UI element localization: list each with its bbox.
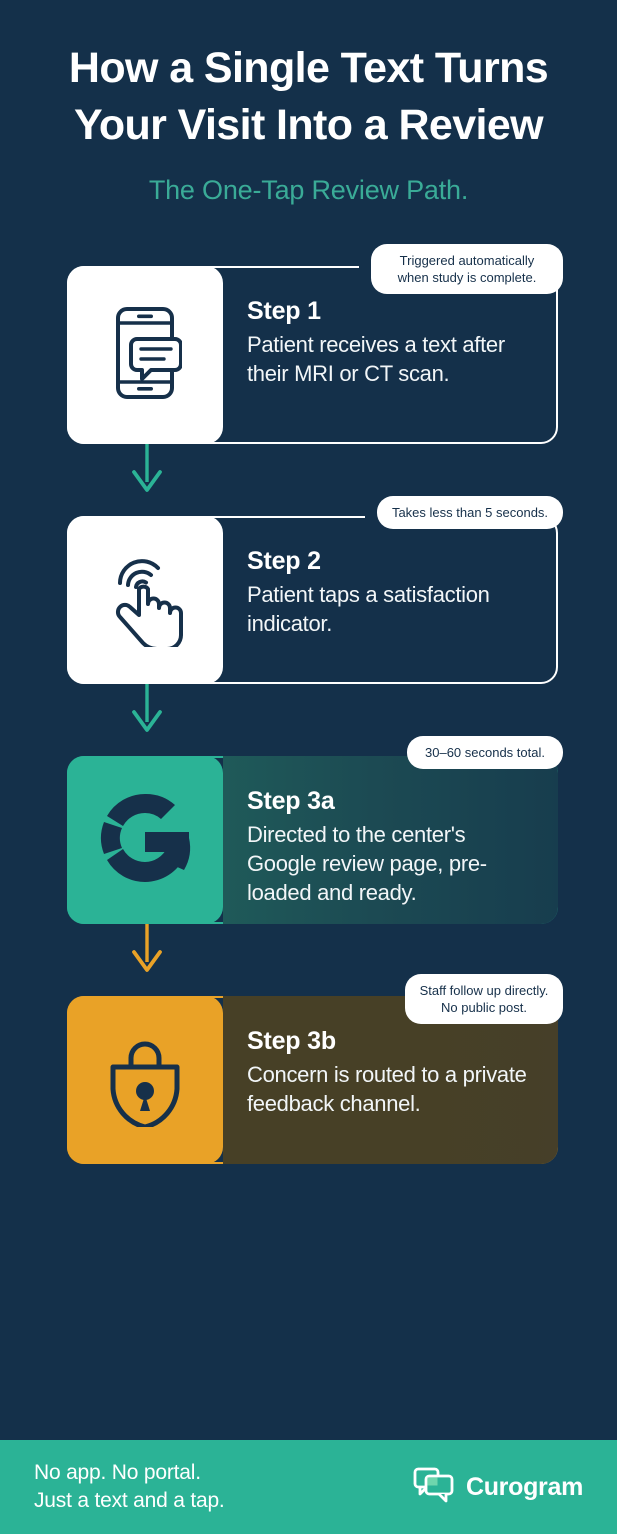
step-3a-icon-panel: [67, 756, 223, 924]
phone-message-icon: [108, 306, 183, 405]
step-1-card[interactable]: Step 1 Patient receives a text after the…: [67, 266, 558, 444]
step-2-body: Step 2 Patient taps a satisfaction indic…: [223, 516, 558, 684]
step-3a-card[interactable]: Step 3a Directed to the center's Google …: [67, 756, 558, 924]
step-3b-body: Step 3b Concern is routed to a private f…: [223, 996, 558, 1164]
step-3a-label: Step 3a: [247, 787, 335, 815]
step-3a-description: Directed to the center's Google review p…: [247, 822, 487, 905]
step-3a-callout: 30–60 seconds total.: [407, 736, 563, 769]
step-3a-body: Step 3a Directed to the center's Google …: [223, 756, 558, 924]
arrow-wrap-1: [0, 410, 617, 494]
step-card-step-1[interactable]: Step 1 Patient receives a text after the…: [59, 244, 565, 444]
step-3b-callout: Staff follow up directly. No public post…: [405, 974, 563, 1024]
arrow-wrap-2: [0, 650, 617, 734]
step-2-icon-panel: [67, 516, 223, 684]
step-card-step-3b[interactable]: Step 3b Concern is routed to a private f…: [59, 974, 565, 1164]
step-2-callout: Takes less than 5 seconds.: [377, 496, 563, 529]
step-2-description: Patient taps a satisfaction indicator.: [247, 582, 490, 636]
brand: Curogram: [413, 1467, 583, 1508]
tap-hand-icon: [102, 549, 188, 652]
header: How a Single Text Turns Your Visit Into …: [0, 0, 617, 208]
step-3b-description: Concern is routed to a private feedback …: [247, 1062, 527, 1116]
step-3b-card[interactable]: Step 3b Concern is routed to a private f…: [67, 996, 558, 1164]
steps-flow: Step 1 Patient receives a text after the…: [0, 244, 617, 1164]
shield-lock-icon: [102, 1029, 188, 1132]
step-2-label: Step 2: [247, 547, 321, 575]
chat-bubbles-icon: [413, 1467, 455, 1508]
step-1-icon-panel: [67, 266, 223, 444]
step-card-step-2[interactable]: Step 2 Patient taps a satisfaction indic…: [59, 494, 565, 684]
step-3b-icon-panel: [67, 996, 223, 1164]
step-1-body: Step 1 Patient receives a text after the…: [223, 266, 558, 444]
page-title: How a Single Text Turns Your Visit Into …: [68, 44, 549, 149]
brand-name: Curogram: [465, 1472, 583, 1501]
footer: No app. No portal. Just a text and a tap…: [0, 1440, 617, 1534]
step-1-label: Step 1: [247, 297, 321, 325]
footer-tagline: No app. No portal. Just a text and a tap…: [34, 1461, 225, 1512]
step-3b-label: Step 3b: [247, 1027, 336, 1055]
step-2-card[interactable]: Step 2 Patient taps a satisfaction indic…: [67, 516, 558, 684]
google-g-icon: [95, 788, 195, 893]
step-1-callout: Triggered automatically when study is co…: [371, 244, 563, 294]
step-card-step-3a[interactable]: Step 3a Directed to the center's Google …: [59, 734, 565, 924]
step-1-description: Patient receives a text after their MRI …: [247, 332, 505, 386]
arrow-wrap-3: [0, 890, 617, 974]
page-subtitle: The One-Tap Review Path.: [148, 175, 469, 205]
